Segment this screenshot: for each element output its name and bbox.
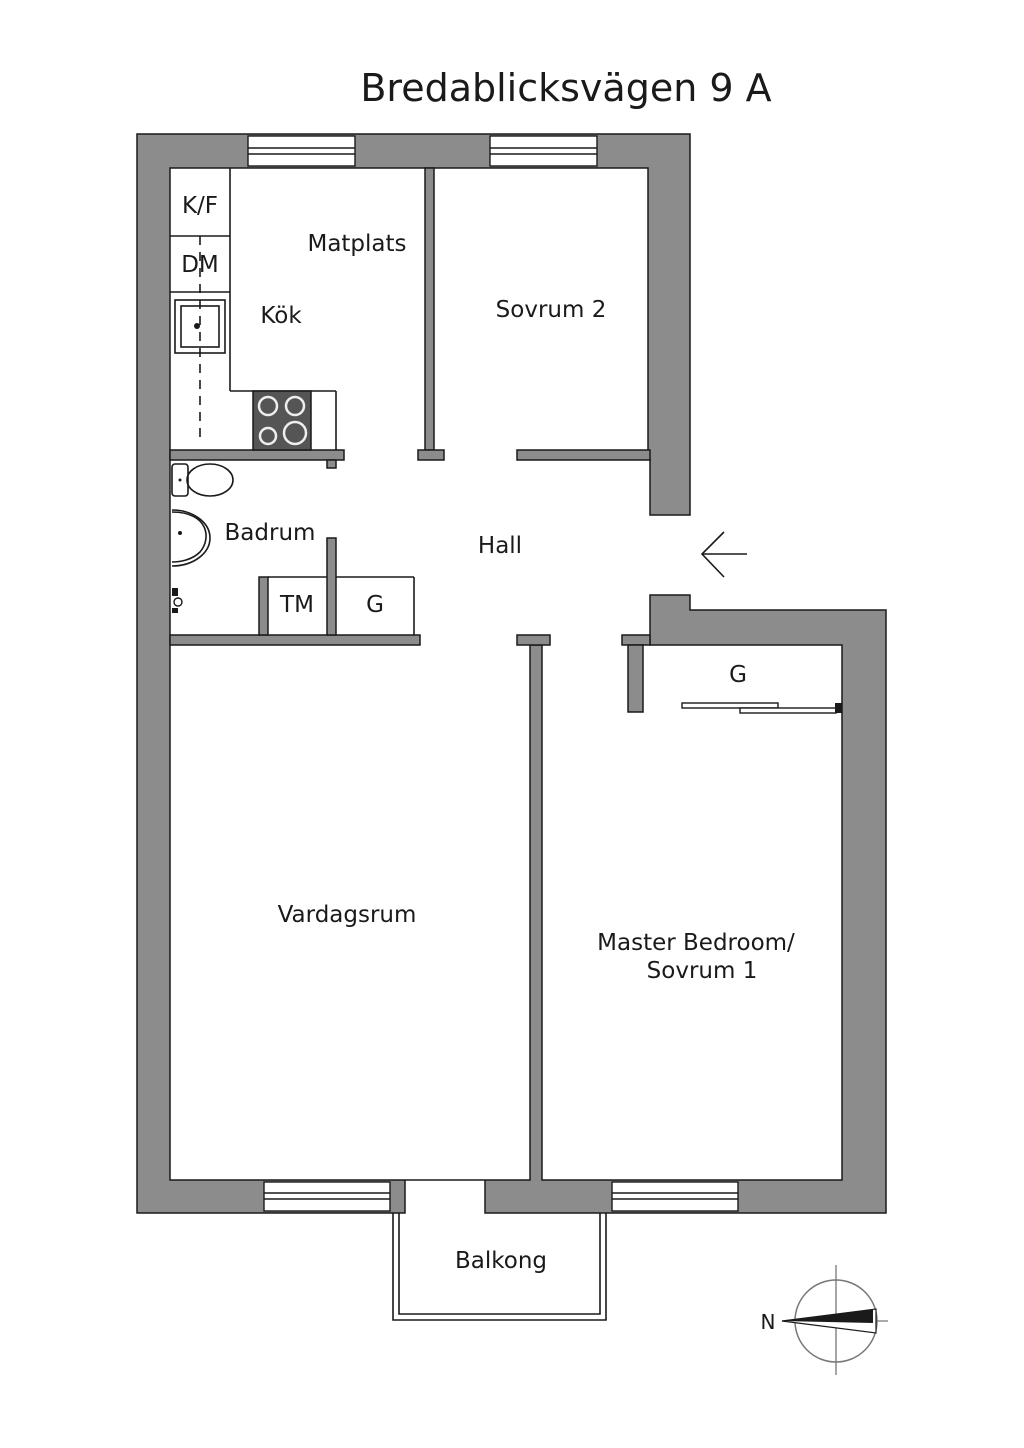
label-dining: Matplats (307, 231, 406, 257)
label-master-line2: Sovrum 1 (647, 958, 758, 984)
sink-icon (174, 299, 226, 354)
window-master-bedroom (611, 1181, 739, 1212)
label-bedroom2: Sovrum 2 (496, 297, 607, 323)
interior-walls (169, 167, 651, 713)
stove-icon (252, 390, 312, 451)
toilet-icon (171, 463, 234, 497)
window-living-room (263, 1181, 391, 1212)
label-washer: TM (279, 592, 314, 618)
label-dishwasher: DM (181, 252, 219, 278)
label-closet-bedroom: G (729, 662, 747, 688)
label-closet-hall: G (366, 592, 384, 618)
balcony (392, 1213, 607, 1321)
compass-north-label: N (761, 1310, 776, 1334)
washbasin-icon (171, 509, 211, 567)
window-bedroom2 (489, 135, 598, 167)
label-balcony: Balkong (455, 1248, 547, 1274)
label-master-line1: Master Bedroom/ (597, 930, 795, 956)
label-living-room: Vardagsrum (278, 902, 417, 928)
outer-walls (136, 133, 887, 1214)
faucet-icon (172, 588, 183, 613)
window-kitchen (247, 135, 356, 167)
compass-icon (781, 1265, 888, 1375)
label-hall: Hall (478, 533, 522, 559)
entrance-arrow-icon (700, 531, 747, 578)
closet-sliding-doors (681, 702, 842, 714)
label-kitchen-fridge: K/F (182, 193, 218, 219)
storage-units (268, 576, 415, 635)
plan-title: Bredablicksvägen 9 A (360, 66, 771, 110)
label-bathroom: Badrum (225, 520, 316, 546)
label-kitchen: Kök (260, 303, 302, 329)
kitchen-counter (170, 168, 337, 450)
